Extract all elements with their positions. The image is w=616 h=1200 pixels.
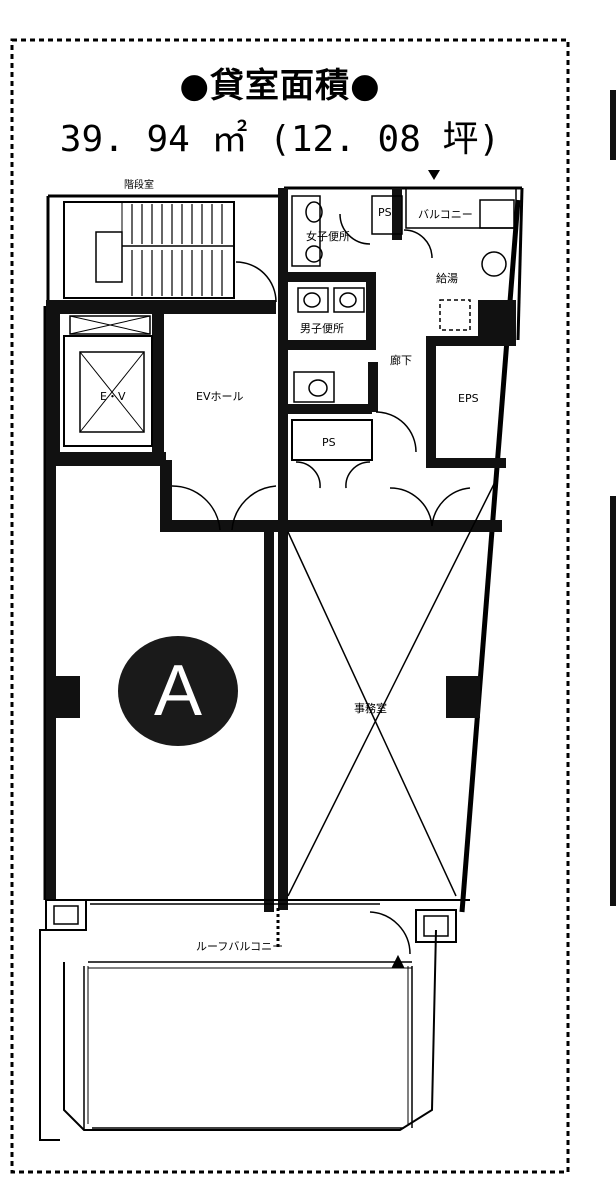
room-label-stair: 階段室: [124, 180, 154, 191]
room-label-women-wc: 女子便所: [306, 230, 350, 243]
room-label-roof-balcony: ルーフバルコニー: [196, 940, 284, 953]
room-label-ev-hall: EVホール: [196, 390, 244, 403]
room-label-ps-mid: PS: [322, 436, 336, 449]
page-title: ●貸室面積●: [179, 66, 381, 106]
ps-shaft: [291, 419, 373, 461]
entrance-marker-icon: [428, 170, 440, 180]
room-label-ps-top: PS: [378, 206, 392, 219]
office-cross: [287, 475, 499, 897]
toilet-fixtures: [291, 187, 517, 403]
elevator-shaft: [63, 315, 153, 447]
stair-block: [63, 201, 235, 299]
edge-mark-middle: [610, 496, 616, 906]
room-label-kyuto: 給湯: [436, 272, 458, 285]
edge-mark-top: [610, 90, 616, 160]
room-label-balcony: バルコニー: [418, 208, 473, 221]
room-label-office: 事務室: [354, 702, 387, 715]
door-swings: [171, 213, 471, 955]
unit-a-walls: [46, 460, 480, 912]
room-label-corridor: 廊下: [390, 354, 412, 367]
roof-balcony: [39, 899, 470, 1141]
unit-a-badge: A: [118, 636, 238, 746]
room-label-eps: EPS: [458, 392, 479, 405]
sheet-border: [10, 38, 570, 1174]
area-label: 39. 94 ㎡ (12. 08 坪): [59, 119, 501, 160]
core-walls: [46, 188, 516, 910]
room-label-elevator: E・V: [100, 390, 126, 403]
room-label-men-wc: 男子便所: [300, 322, 344, 335]
